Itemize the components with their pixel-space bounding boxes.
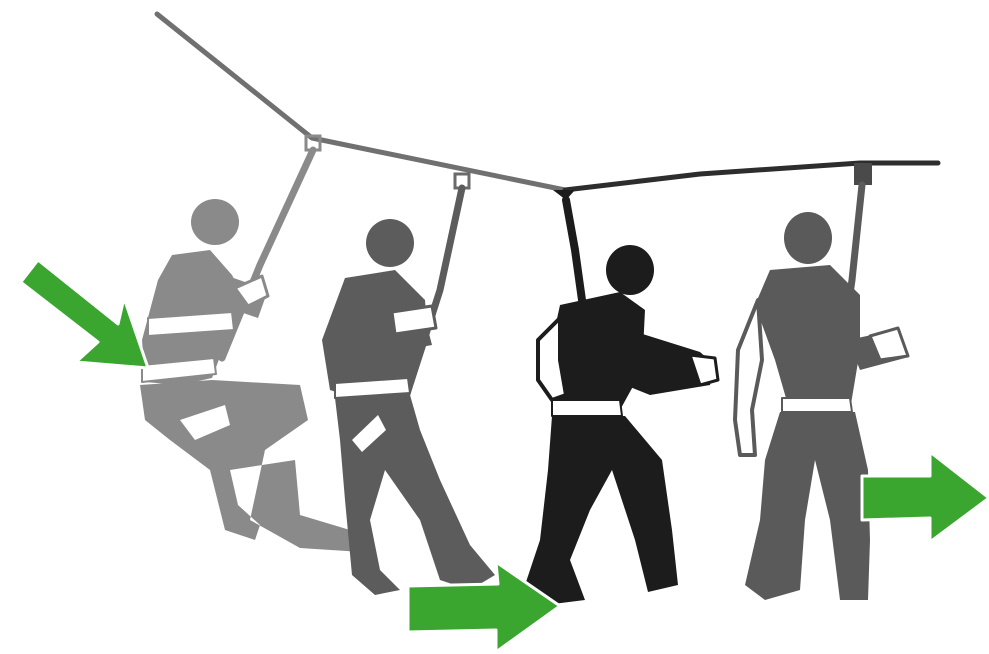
- zipline-cable: [157, 14, 938, 200]
- arrow-1: [10, 260, 148, 368]
- arrow-3: [862, 452, 989, 542]
- figure-4: [735, 185, 908, 600]
- figure-3: [525, 200, 718, 605]
